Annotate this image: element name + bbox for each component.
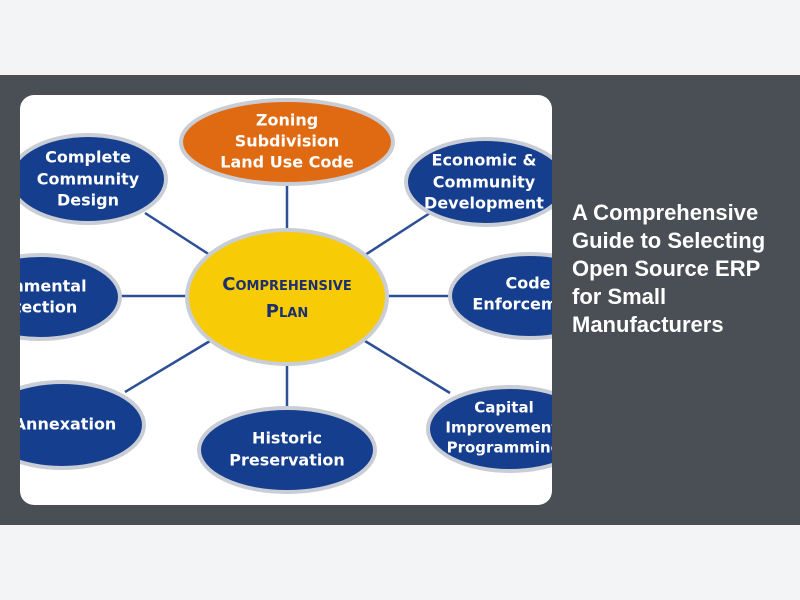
node-capital-line1: Capital <box>474 399 533 417</box>
node-code-enforcement: Code Enforcem <box>448 252 552 340</box>
node-economic-development: Economic & Community Development <box>404 137 552 227</box>
node-historic-preservation: Historic Preservation <box>197 406 377 494</box>
node-complete-community-design: Complete Community Design <box>20 133 168 225</box>
center-line2: Plan <box>266 301 308 322</box>
node-annexation-line1: Annexation <box>20 415 116 434</box>
node-zoning-line1: Zoning <box>256 111 318 130</box>
connector-capital <box>364 339 451 395</box>
node-zoning-line2: Subdivision <box>235 132 340 151</box>
node-comprehensive-plan: Comprehensive Plan <box>185 228 389 366</box>
node-capital-improvement: Capital Improvement Programming <box>426 385 552 473</box>
node-complete-line3: Design <box>57 191 119 210</box>
connector-annexation <box>124 339 211 394</box>
node-historic-line2: Preservation <box>229 451 344 470</box>
diagram-svg: Zoning Subdivision Land Use Code Complet… <box>20 98 552 494</box>
node-code-line1: Code <box>505 274 550 293</box>
node-complete-line1: Complete <box>45 148 131 167</box>
node-complete-line2: Community <box>37 170 140 189</box>
node-economic-line2: Community <box>433 173 536 192</box>
node-zoning: Zoning Subdivision Land Use Code <box>179 98 395 186</box>
connector-economic <box>364 211 431 257</box>
node-capital-line2: Improvement <box>445 419 552 437</box>
node-environmental-protection: ronmental otection <box>20 253 122 341</box>
node-economic-line1: Economic & <box>432 151 537 170</box>
hero-banner: Zoning Subdivision Land Use Code Complet… <box>0 75 800 525</box>
node-capital-line3: Programming <box>447 439 552 457</box>
node-environmental-line1: ronmental <box>20 277 87 296</box>
node-environmental-line2: otection <box>20 298 77 317</box>
connector-lines <box>120 185 452 415</box>
node-zoning-line3: Land Use Code <box>220 153 354 172</box>
center-line1: Comprehensive <box>222 274 351 295</box>
node-historic-line1: Historic <box>252 429 322 448</box>
node-annexation: Annexation <box>20 380 146 470</box>
node-code-line2: Enforcem <box>472 295 552 314</box>
node-economic-line3: Development <box>424 194 544 213</box>
comprehensive-plan-diagram-image: Zoning Subdivision Land Use Code Complet… <box>20 95 552 505</box>
connector-complete-community <box>144 211 211 257</box>
article-title[interactable]: A Comprehensive Guide to Selecting Open … <box>572 200 766 337</box>
